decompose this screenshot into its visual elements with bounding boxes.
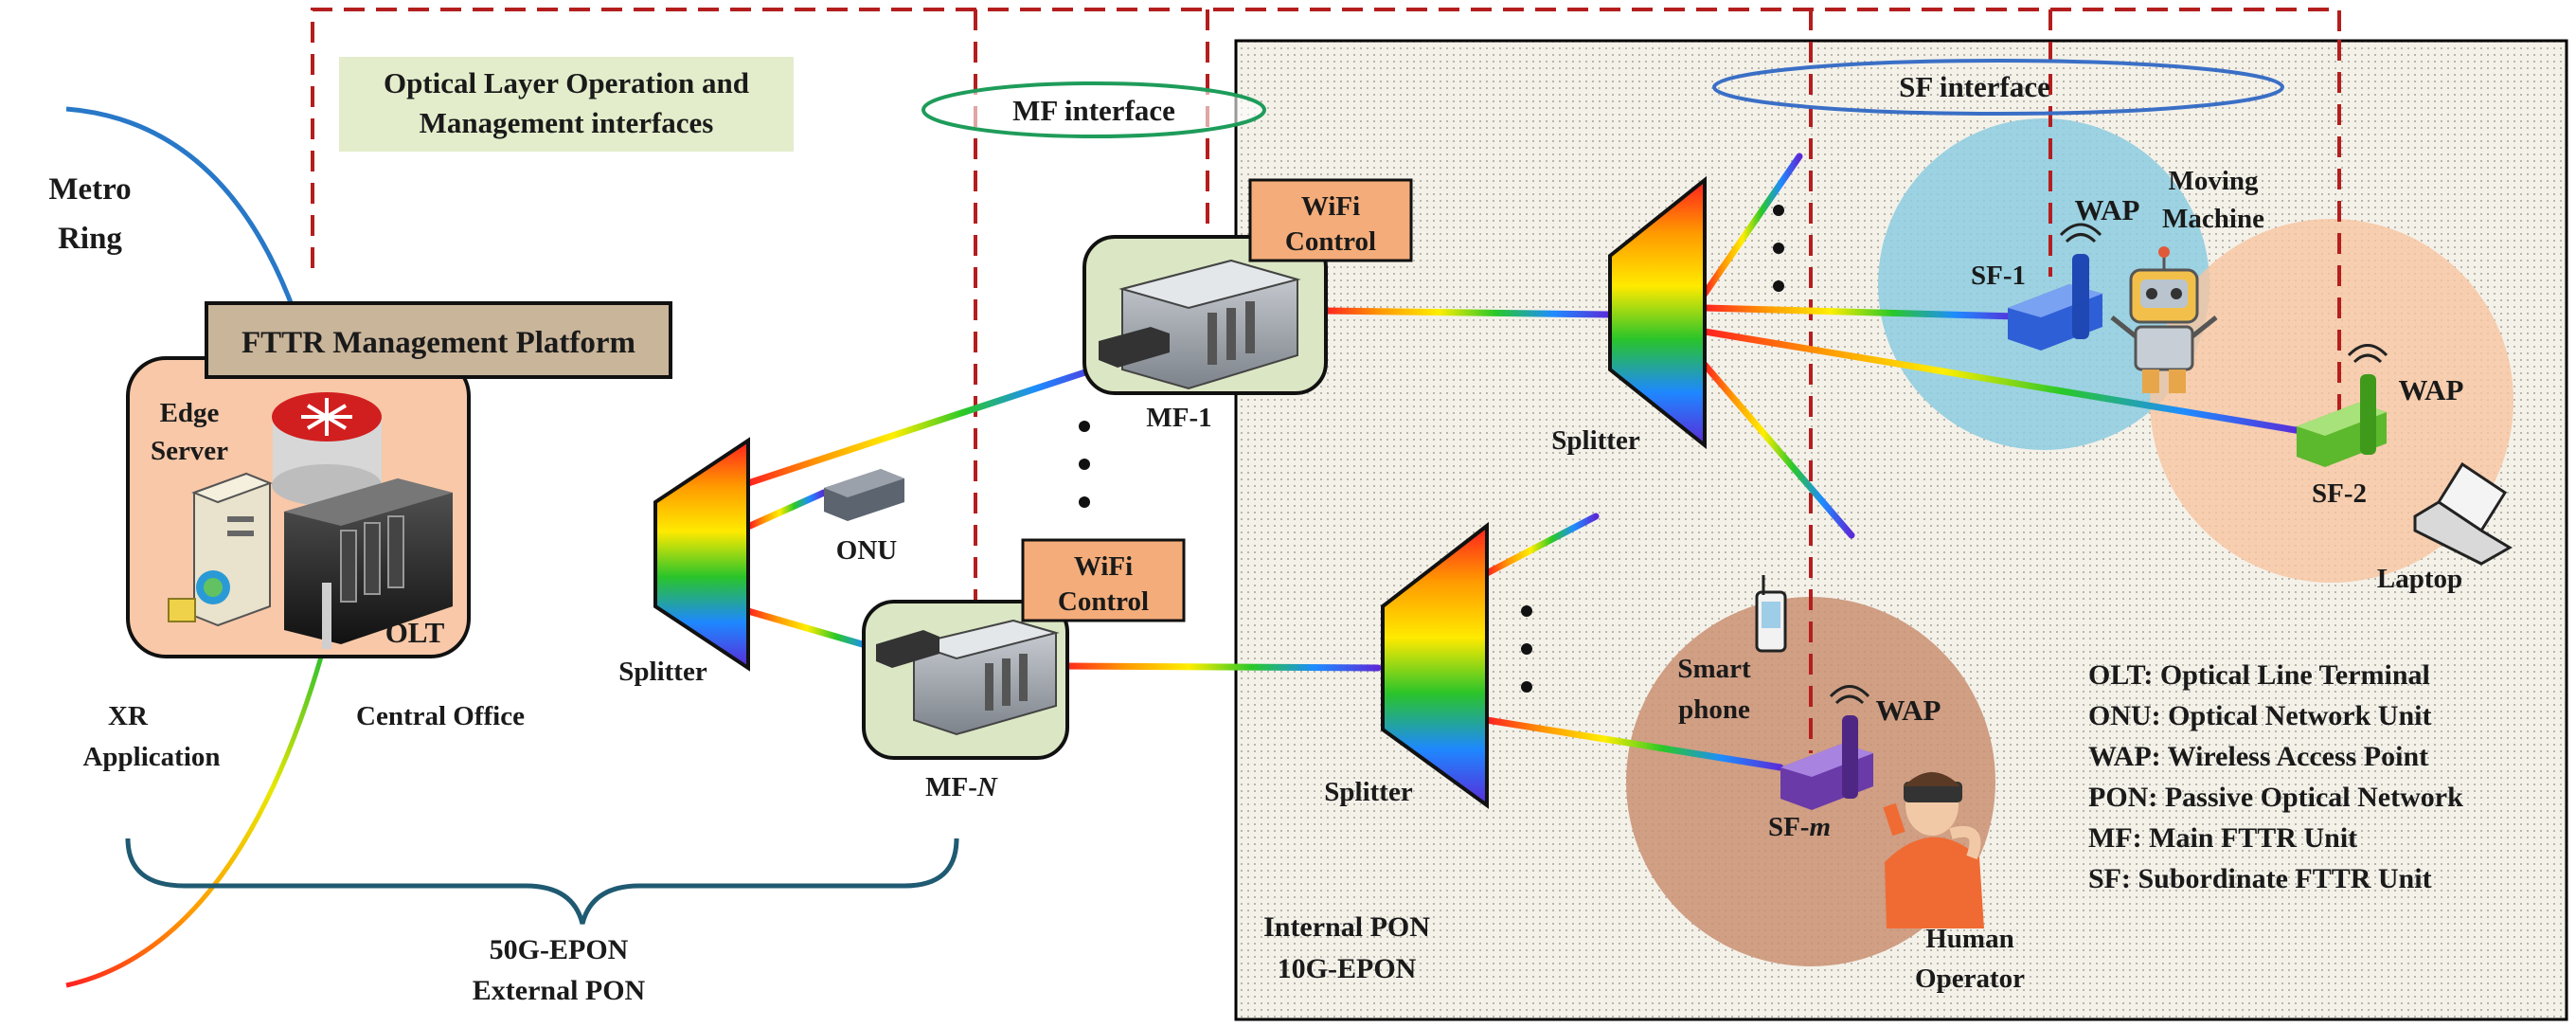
coverage-cell-sf2 (2150, 219, 2513, 583)
xr-label-1: XR (108, 701, 149, 731)
wifi-ap-blue-icon (2008, 223, 2102, 351)
olt-device-icon (284, 478, 453, 649)
edge-server-label-2: Server (151, 436, 228, 466)
mf1-wifi-label-1: WiFi (1301, 191, 1360, 222)
moving-machine-label-1: Moving (2168, 166, 2259, 196)
onu-device-icon (824, 469, 904, 521)
fttr-platform-box (205, 301, 672, 379)
sf1-label: SF-1 (1971, 261, 2026, 291)
human-operator-label-1: Human (1925, 924, 2013, 954)
internal-pon-label-2: 10G-EPON (1278, 953, 1417, 984)
sfm-wap-label: WAP (1876, 694, 1941, 727)
internal-splitter-bottom (1381, 521, 1489, 809)
metro-ring-lower (65, 653, 325, 988)
server-icon (168, 472, 273, 627)
olt-label: OLT (385, 616, 445, 649)
vr-person-icon (1883, 772, 1984, 928)
management-interface-lines (311, 8, 2341, 753)
robot-icon (2110, 246, 2218, 393)
mf-interface-label: MF interface (1012, 94, 1175, 127)
wifi-ap-green-icon (2297, 344, 2388, 467)
external-pon-label-1: 50G-EPON (490, 934, 629, 965)
sf1-wap-label: WAP (2075, 193, 2140, 226)
mf1-label: MF-1 (1146, 403, 1211, 433)
optical-layer-label-1: Optical Layer Operation and (384, 66, 749, 99)
external-splitter-label: Splitter (618, 657, 707, 687)
mfn-device-icon (876, 619, 1060, 736)
sfm-label: SF-m (1768, 812, 1831, 842)
legend: OLT: Optical Line Terminal ONU: Optical … (2088, 659, 2463, 894)
central-office-label: Central Office (356, 701, 525, 731)
fttr-platform-label: FTTR Management Platform (242, 326, 635, 360)
mf1-device-icon (1099, 259, 1301, 390)
smartphone-label-2: phone (1678, 694, 1750, 725)
metro-label-2: Ring (58, 222, 122, 256)
internal-splitter-top-label: Splitter (1551, 425, 1640, 456)
smartphone-label-1: Smart (1677, 654, 1751, 684)
edge-server-label-1: Edge (160, 398, 220, 428)
human-operator-label-2: Operator (1915, 964, 2025, 994)
metro-label-1: Metro (48, 172, 131, 207)
legend-item: SF: Subordinate FTTR Unit (2088, 863, 2432, 894)
legend-item: PON: Passive Optical Network (2088, 782, 2463, 813)
optical-layer-label-2: Management interfaces (420, 106, 714, 139)
mf1-wifi-label-2: Control (1285, 226, 1376, 257)
smartphone-icon (1755, 575, 1787, 653)
mfn-wifi-label-2: Control (1058, 586, 1149, 617)
sf2-wap-label: WAP (2399, 373, 2464, 406)
external-pon-label-2: External PON (473, 975, 646, 1006)
laptop-icon (2413, 461, 2513, 566)
sf2-label: SF-2 (2312, 478, 2367, 509)
mfn-wifi-label-1: WiFi (1074, 551, 1133, 582)
onu-label: ONU (836, 535, 898, 566)
splitter-top-dots (1773, 205, 1784, 292)
mfn-label: MF-N (925, 772, 998, 802)
sf-interface-ellipse (1712, 59, 2284, 116)
external-splitter (653, 437, 750, 672)
mf1-wifi-control-box (1248, 178, 1413, 262)
moving-machine-label-2: Machine (2162, 204, 2264, 234)
legend-item: MF: Main FTTR Unit (2088, 822, 2357, 854)
mf-ellipsis-dots (1079, 421, 1090, 508)
laptop-label: Laptop (2377, 564, 2462, 594)
xr-label-2: Application (82, 742, 220, 772)
internal-pon-label-1: Internal PON (1263, 911, 1430, 943)
legend-item: WAP: Wireless Access Point (2088, 741, 2428, 772)
optical-layer-box (339, 57, 794, 152)
sf-interface-label: SF interface (1899, 70, 2050, 103)
legend-item: ONU: Optical Network Unit (2088, 700, 2431, 731)
external-pon-brace (125, 838, 959, 925)
coverage-cell-sf1 (1878, 118, 2209, 450)
mf-interface-ellipse (921, 81, 1266, 138)
legend-item: OLT: Optical Line Terminal (2088, 659, 2430, 691)
wifi-ap-purple-icon (1780, 685, 1873, 810)
internal-splitter-bottom-label: Splitter (1324, 777, 1413, 807)
internal-splitter-top (1608, 175, 1707, 450)
splitter-bottom-dots (1521, 605, 1532, 693)
mfn-wifi-control-box (1021, 538, 1186, 622)
